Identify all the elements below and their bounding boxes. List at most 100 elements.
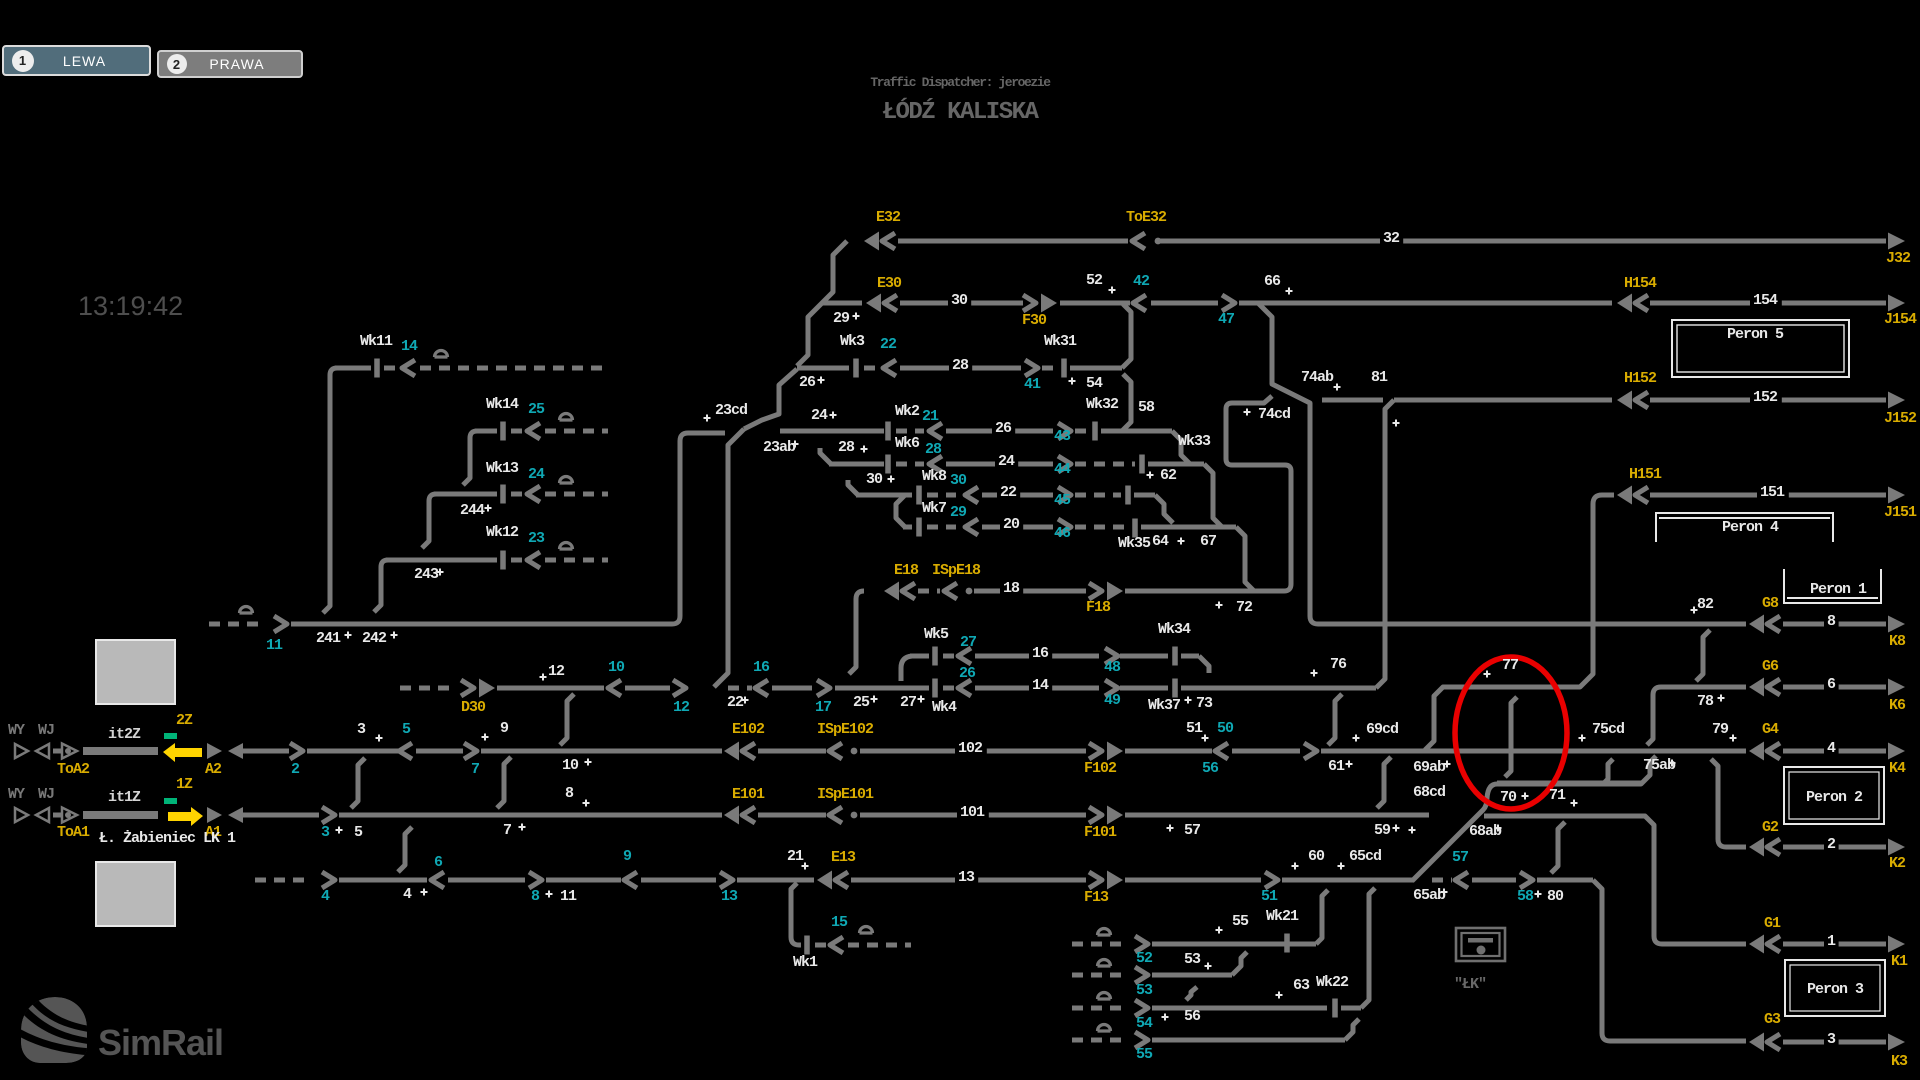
svg-text:13: 13 — [721, 888, 738, 905]
svg-text:67: 67 — [1200, 533, 1216, 550]
svg-text:11: 11 — [266, 637, 283, 654]
svg-text:7: 7 — [471, 761, 479, 778]
svg-text:K8: K8 — [1889, 633, 1906, 650]
svg-text:62: 62 — [1160, 467, 1177, 484]
svg-text:25: 25 — [528, 401, 545, 418]
svg-text:24: 24 — [998, 453, 1015, 470]
svg-text:5: 5 — [402, 721, 411, 738]
svg-text:6: 6 — [1827, 676, 1836, 693]
svg-text:Wk34: Wk34 — [1158, 621, 1191, 638]
svg-text:73: 73 — [1196, 695, 1213, 712]
svg-text:E32: E32 — [876, 209, 901, 226]
svg-text:70: 70 — [1500, 789, 1517, 806]
svg-text:25: 25 — [853, 694, 870, 711]
svg-text:69cd: 69cd — [1366, 721, 1398, 738]
svg-text:74cd: 74cd — [1258, 406, 1290, 423]
svg-text:4: 4 — [1827, 740, 1836, 757]
svg-text:57: 57 — [1452, 849, 1468, 866]
svg-text:28: 28 — [925, 441, 942, 458]
svg-text:Wk13: Wk13 — [486, 460, 519, 477]
svg-text:15: 15 — [831, 914, 848, 931]
svg-text:G1: G1 — [1764, 915, 1781, 932]
svg-text:"ŁK": "ŁK" — [1454, 976, 1486, 993]
svg-text:G6: G6 — [1762, 658, 1779, 675]
svg-text:F18: F18 — [1086, 599, 1111, 616]
svg-text:28: 28 — [838, 439, 855, 456]
svg-text:78: 78 — [1697, 693, 1714, 710]
svg-text:81: 81 — [1371, 369, 1388, 386]
svg-text:F102: F102 — [1084, 760, 1117, 777]
svg-text:45: 45 — [1054, 492, 1071, 509]
svg-text:30: 30 — [950, 472, 967, 489]
svg-text:3: 3 — [357, 721, 366, 738]
svg-text:J154: J154 — [1884, 311, 1917, 328]
svg-text:K4: K4 — [1889, 760, 1906, 777]
svg-text:51: 51 — [1186, 720, 1203, 737]
svg-text:8: 8 — [531, 888, 540, 905]
svg-text:12: 12 — [548, 663, 565, 680]
svg-text:Peron 1: Peron 1 — [1810, 581, 1867, 598]
svg-text:27: 27 — [900, 694, 916, 711]
svg-text:57: 57 — [1184, 822, 1200, 839]
svg-text:23cd: 23cd — [715, 402, 747, 419]
svg-text:Wk6: Wk6 — [895, 435, 920, 452]
svg-text:68cd: 68cd — [1413, 784, 1445, 801]
svg-text:154: 154 — [1753, 292, 1778, 309]
svg-text:G4: G4 — [1762, 721, 1779, 738]
svg-text:9: 9 — [623, 848, 632, 865]
svg-text:77: 77 — [1502, 657, 1518, 674]
svg-text:Wk2: Wk2 — [895, 403, 920, 420]
svg-text:D30: D30 — [461, 699, 486, 716]
svg-text:Wk12: Wk12 — [486, 524, 519, 541]
svg-text:5: 5 — [354, 824, 363, 841]
svg-text:J152: J152 — [1884, 410, 1917, 427]
svg-text:Wk7: Wk7 — [922, 500, 946, 517]
svg-text:24: 24 — [528, 466, 545, 483]
svg-text:Wk14: Wk14 — [486, 396, 519, 413]
svg-text:WY: WY — [8, 722, 25, 739]
svg-text:Wk5: Wk5 — [924, 626, 949, 643]
svg-text:H154: H154 — [1624, 275, 1657, 292]
svg-text:9: 9 — [500, 720, 509, 737]
svg-text:G8: G8 — [1762, 595, 1779, 612]
svg-text:55: 55 — [1136, 1046, 1153, 1063]
svg-text:G3: G3 — [1764, 1011, 1781, 1028]
svg-text:48: 48 — [1104, 659, 1121, 676]
svg-text:56: 56 — [1184, 1008, 1201, 1025]
svg-text:ToE32: ToE32 — [1126, 209, 1167, 226]
svg-text:74ab: 74ab — [1301, 369, 1334, 386]
svg-text:29: 29 — [950, 504, 967, 521]
svg-text:Peron 4: Peron 4 — [1722, 519, 1779, 536]
svg-text:50: 50 — [1217, 720, 1234, 737]
svg-text:Peron 3: Peron 3 — [1807, 981, 1864, 998]
svg-text:242: 242 — [362, 630, 387, 647]
svg-text:ISpE102: ISpE102 — [817, 721, 874, 738]
svg-text:23: 23 — [528, 530, 545, 547]
svg-text:51: 51 — [1261, 888, 1278, 905]
svg-text:65ab: 65ab — [1413, 887, 1446, 904]
svg-text:J151: J151 — [1884, 504, 1917, 521]
svg-text:43: 43 — [1054, 428, 1071, 445]
svg-text:59: 59 — [1374, 822, 1391, 839]
svg-text:Peron 2: Peron 2 — [1806, 789, 1863, 806]
svg-text:63: 63 — [1293, 977, 1310, 994]
svg-text:Wk4: Wk4 — [932, 699, 957, 716]
svg-text:Ł. Żabieniec LK 1: Ł. Żabieniec LK 1 — [99, 830, 236, 847]
svg-text:Wk1: Wk1 — [793, 954, 818, 971]
svg-text:K1: K1 — [1891, 953, 1908, 970]
svg-text:E13: E13 — [831, 849, 856, 866]
svg-text:13: 13 — [958, 869, 975, 886]
svg-text:A1: A1 — [205, 824, 222, 841]
svg-text:Wk8: Wk8 — [922, 468, 947, 485]
svg-text:2: 2 — [291, 761, 300, 778]
svg-text:H152: H152 — [1624, 370, 1657, 387]
svg-text:28: 28 — [952, 357, 969, 374]
svg-text:E101: E101 — [732, 786, 765, 803]
svg-text:102: 102 — [958, 740, 983, 757]
svg-text:30: 30 — [866, 471, 883, 488]
svg-text:54: 54 — [1086, 375, 1103, 392]
svg-text:243: 243 — [414, 566, 439, 583]
svg-text:20: 20 — [1003, 516, 1020, 533]
svg-text:60: 60 — [1308, 848, 1325, 865]
svg-text:ISpE101: ISpE101 — [817, 786, 874, 803]
